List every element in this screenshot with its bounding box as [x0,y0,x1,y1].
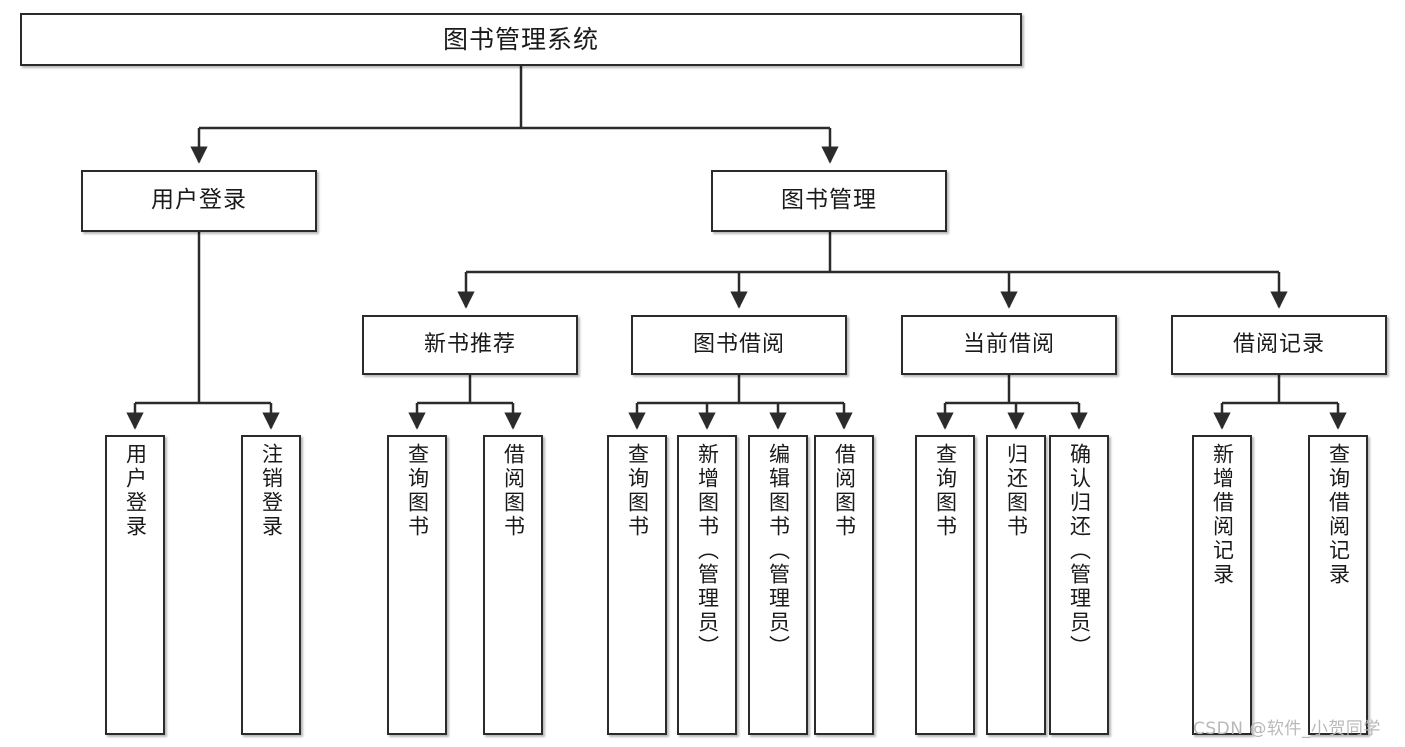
node-label: 编辑图书（管理员） [766,443,791,659]
leaf-book-borrow-query-book[interactable]: 查询图书 [607,435,667,735]
leaf-new-book-borrow-book[interactable]: 借阅图书 [483,435,543,735]
leaf-borrow-record-add-record[interactable]: 新增借阅记录 [1192,435,1252,735]
node-label: 新增借阅记录 [1210,443,1235,587]
leaf-book-borrow-edit-book-admin[interactable]: 编辑图书（管理员） [748,435,808,735]
node-current-borrowing[interactable]: 当前借阅 [901,315,1117,375]
watermark-text: CSDN @软件_小贺同学 [1193,719,1381,739]
node-book-management[interactable]: 图书管理 [711,170,947,232]
node-label: 借阅记录 [1232,332,1325,358]
leaf-user-login-logout[interactable]: 注销登录 [241,435,301,735]
node-user-login[interactable]: 用户登录 [81,170,317,232]
node-label: 借阅图书 [501,443,526,539]
node-label: 查询图书 [933,443,958,539]
node-label: 图书借阅 [692,332,785,358]
leaf-book-borrow-add-book-admin[interactable]: 新增图书（管理员） [677,435,737,735]
leaf-borrow-record-query-record[interactable]: 查询借阅记录 [1308,435,1368,735]
node-label: 新增图书（管理员） [695,443,720,659]
node-label: 当前借阅 [962,332,1055,358]
node-label: 借阅图书 [832,443,857,539]
node-label: 用户登录 [151,187,247,214]
node-label: 图书管理 [781,187,877,214]
leaf-current-borrow-return-book[interactable]: 归还图书 [986,435,1046,735]
node-label: 查询图书 [625,443,650,539]
node-label: 用户登录 [123,443,148,539]
node-borrowing-record[interactable]: 借阅记录 [1171,315,1387,375]
node-root-book-management-system[interactable]: 图书管理系统 [20,13,1022,66]
node-book-borrowing[interactable]: 图书借阅 [631,315,847,375]
node-label: 新书推荐 [423,332,516,358]
node-label: 确认归还（管理员） [1067,443,1092,659]
leaf-book-borrow-borrow-book[interactable]: 借阅图书 [814,435,874,735]
leaf-current-borrow-query-book[interactable]: 查询图书 [915,435,975,735]
node-label: 注销登录 [259,443,284,539]
node-label: 查询图书 [405,443,430,539]
node-label: 查询借阅记录 [1326,443,1351,587]
leaf-user-login-login[interactable]: 用户登录 [105,435,165,735]
node-new-book-recommendation[interactable]: 新书推荐 [362,315,578,375]
leaf-current-borrow-confirm-return-admin[interactable]: 确认归还（管理员） [1049,435,1109,735]
node-label: 图书管理系统 [442,24,599,54]
leaf-new-book-query-book[interactable]: 查询图书 [387,435,447,735]
node-label: 归还图书 [1004,443,1029,539]
